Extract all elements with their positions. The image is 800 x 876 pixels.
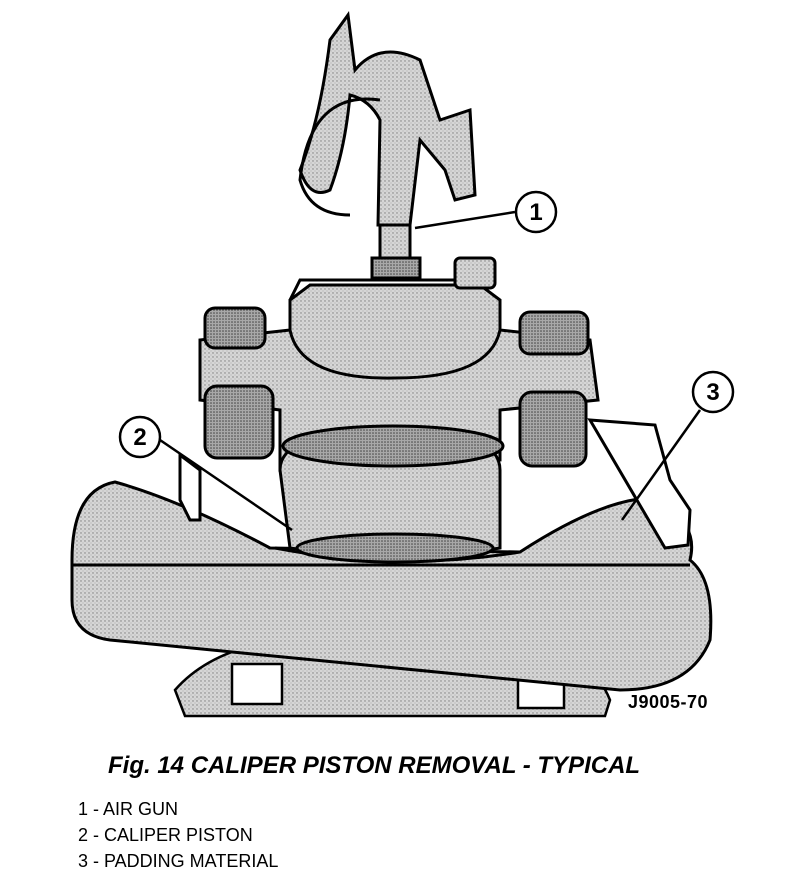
callout-1: 1: [514, 190, 558, 234]
caliper-bracket: [178, 418, 692, 550]
guide-pin-boots: [203, 256, 590, 468]
callout-leaders: [159, 210, 702, 532]
legend: 1 - AIR GUN 2 - CALIPER PISTON 3 - PADDI…: [78, 796, 278, 874]
callout-1-number: 1: [529, 199, 542, 226]
caliper-illustration: 1 2 3: [70, 11, 735, 718]
air-gun: [298, 11, 477, 280]
caliper-piston: [278, 424, 505, 564]
legend-item-air-gun: 1 - AIR GUN: [78, 799, 179, 819]
legend-item-padding-material: 3 - PADDING MATERIAL: [78, 851, 279, 871]
figure-caption: Fig. 14 CALIPER PISTON REMOVAL - TYPICAL: [108, 752, 641, 779]
caliper-body: [198, 278, 600, 472]
legend-item-caliper-piston: 2 - CALIPER PISTON: [78, 825, 253, 845]
callout-3: 3: [691, 370, 735, 414]
callout-2-number: 2: [133, 424, 146, 451]
callout-3-number: 3: [706, 379, 719, 406]
figure-id: J9005-70: [628, 692, 709, 712]
callout-2: 2: [118, 415, 162, 459]
